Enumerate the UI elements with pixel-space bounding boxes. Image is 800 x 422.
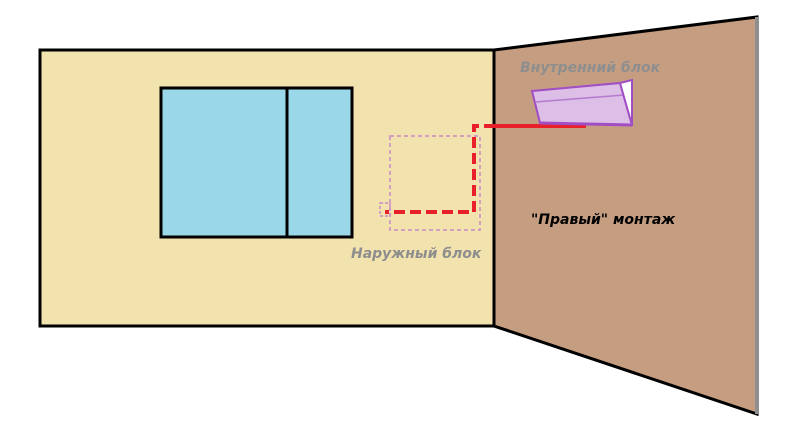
outdoor-unit-body xyxy=(389,135,481,231)
indoor-unit-stripe xyxy=(534,94,625,103)
window xyxy=(159,86,354,239)
outdoor-unit-label: Наружный блок xyxy=(351,246,482,262)
indoor-unit-side-panel xyxy=(618,78,633,126)
indoor-unit-vent xyxy=(539,121,633,127)
indoor-unit-body xyxy=(530,81,634,127)
outdoor-unit-connector xyxy=(379,202,391,217)
outdoor-unit-icon xyxy=(379,135,481,231)
mounting-type-label: "Правый" монтаж xyxy=(531,212,676,228)
indoor-unit-icon xyxy=(530,78,634,127)
window-glass xyxy=(159,86,354,239)
refrigerant-line-dashed xyxy=(385,124,495,214)
indoor-unit-label: Внутренний блок xyxy=(520,60,661,76)
